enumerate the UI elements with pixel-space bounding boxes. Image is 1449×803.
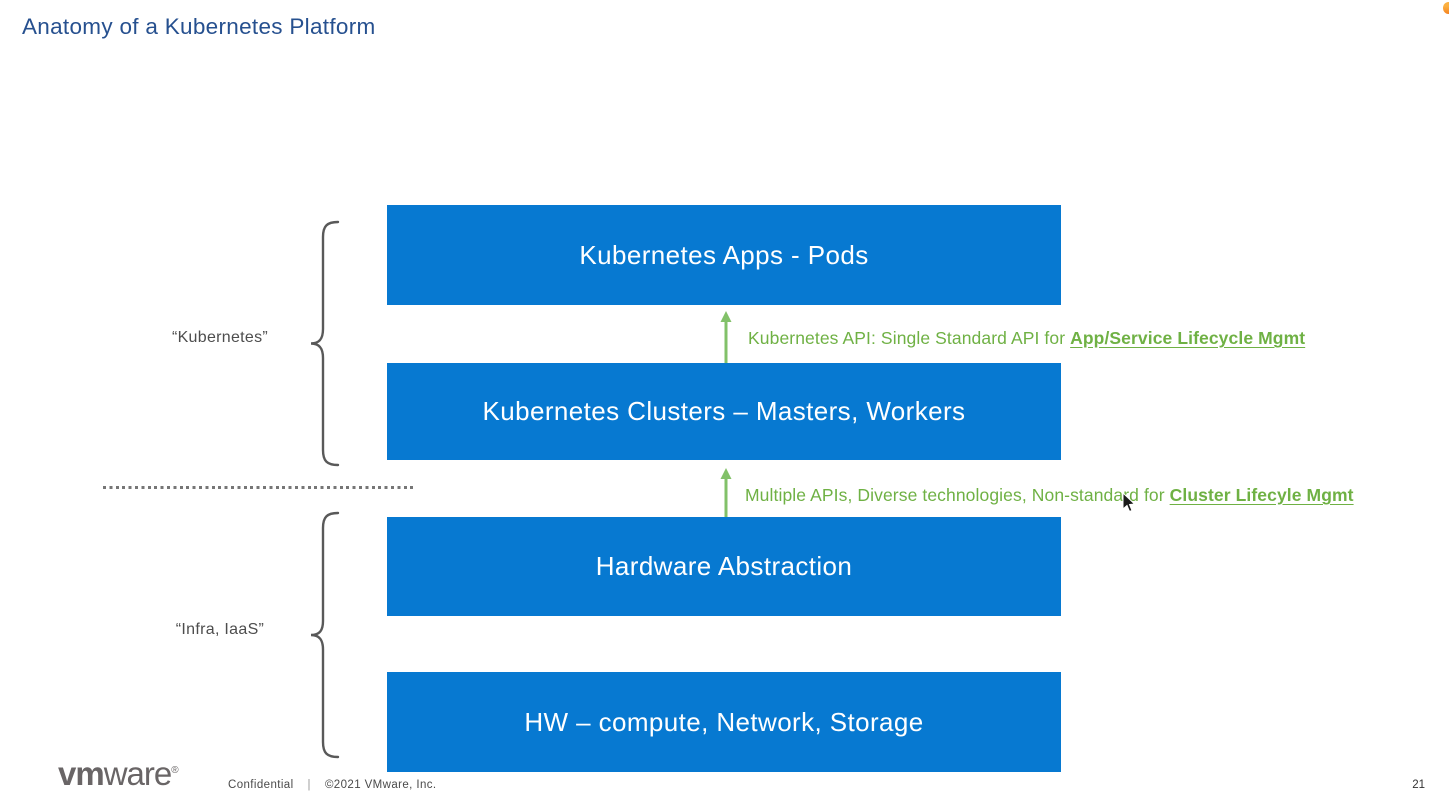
- confidential-label: Confidential: [228, 779, 294, 791]
- slide-title: Anatomy of a Kubernetes Platform: [22, 14, 376, 39]
- mouse-cursor-icon: [1122, 492, 1136, 513]
- annotation-text: Kubernetes API: Single Standard API for: [748, 328, 1071, 348]
- vmware-logo-vm: vm: [58, 755, 105, 792]
- box-kubernetes-apps: Kubernetes Apps - Pods: [387, 205, 1061, 305]
- annotation-k8s-api: Kubernetes API: Single Standard API for …: [748, 328, 1305, 349]
- page-number: 21: [1412, 779, 1425, 791]
- group-label-kubernetes: “Kubernetes”: [171, 329, 269, 346]
- annotation-text: Multiple APIs, Diverse technologies, Non…: [745, 485, 1170, 505]
- brace-kubernetes-icon: [310, 220, 340, 467]
- vmware-logo-ware: ware: [103, 755, 173, 792]
- box-kubernetes-clusters: Kubernetes Clusters – Masters, Workers: [387, 363, 1061, 460]
- footer-meta: Confidential | ©2021 VMware, Inc.: [228, 779, 437, 791]
- link-app-service-lifecycle-mgmt[interactable]: App/Service Lifecycle Mgmt: [1070, 328, 1306, 348]
- box-hw-compute-network-storage: HW – compute, Network, Storage: [387, 672, 1061, 772]
- footer-separator: |: [307, 779, 311, 791]
- edge-orange-dot-icon: [1443, 2, 1449, 14]
- link-cluster-lifecycle-mgmt[interactable]: Cluster Lifecyle Mgmt: [1169, 485, 1354, 505]
- box-label: Kubernetes Apps - Pods: [579, 239, 869, 270]
- registered-mark: ®: [171, 765, 179, 776]
- box-label: Kubernetes Clusters – Masters, Workers: [482, 396, 966, 426]
- box-label: HW – compute, Network, Storage: [524, 706, 924, 737]
- box-label: Hardware Abstraction: [595, 551, 853, 581]
- up-arrow-icon: [720, 468, 732, 517]
- vmware-logo: vmware®: [58, 753, 179, 792]
- copyright-label: ©2021 VMware, Inc.: [324, 779, 437, 791]
- box-hardware-abstraction: Hardware Abstraction: [387, 517, 1061, 616]
- brace-infra-iaas-icon: [310, 511, 340, 759]
- annotation-multiple-apis: Multiple APIs, Diverse technologies, Non…: [745, 485, 1354, 506]
- up-arrow-icon: [720, 311, 732, 363]
- group-label-infra-iaas: “Infra, IaaS”: [175, 621, 265, 638]
- dotted-divider: [103, 486, 413, 489]
